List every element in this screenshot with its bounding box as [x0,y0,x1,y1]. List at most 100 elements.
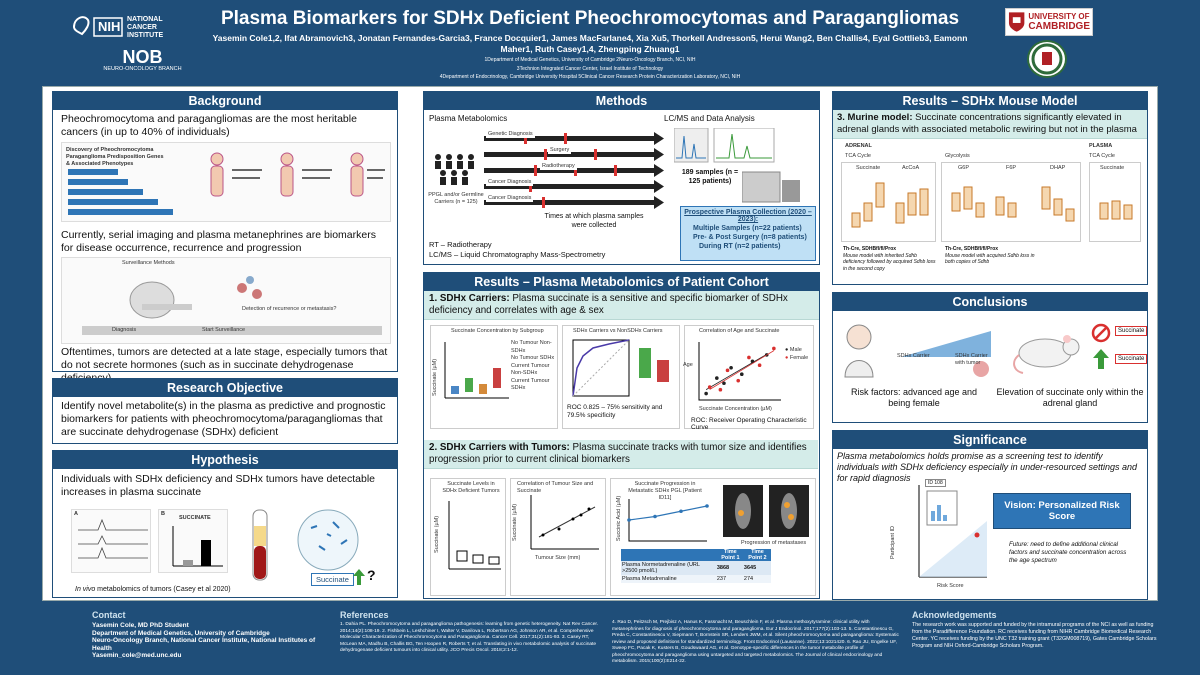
contact-dept: Department of Medical Genetics, Universi… [92,629,270,637]
c2-title: SDHx Carriers vs NonSDHx Carriers [573,328,663,334]
risk-factors-icon [844,324,991,378]
affiliations: 1Department of Medical Genetics, Univers… [205,56,975,82]
footer-references-1: References 1. Dahia PL. Pheochromocytoma… [340,610,605,655]
surveillance-question: Detection of recurrence or metastasis? [242,306,337,312]
c1-legend-4: Current Tumour SDHx [511,377,550,392]
conclusions-section: Conclusions SDHx Carrier SDHx Carrier wi… [832,292,1148,423]
no-symbol-icon [1091,323,1111,343]
c1-legend-3: Current Tumour Non-SDHx [511,362,550,377]
objective-heading: Research Objective [53,379,397,397]
cambridge-label-2: CAMBRIDGE [1028,21,1090,32]
affiliation-1: 1Department of Medical Genetics, Univers… [484,57,696,63]
sample-times-label: Times at which plasma samples were colle… [544,213,644,229]
mouse-model-section: Results – SDHx Mouse Model 3. Murine mod… [832,91,1148,285]
row-surgery: Surgery [548,147,572,154]
samples-count: 189 samples (n = 125 patients) [681,169,739,185]
mouse-boxplots: Succinate AcCoA G6P F6P DHAP Succinate [841,162,1141,244]
c5-ylabel: Succinate (µM) [512,503,519,542]
significance-section: Significance Plasma metabolomics holds p… [832,430,1148,600]
caption-italic: In vivo [75,586,96,593]
scatter-point [718,387,723,392]
c5-xlabel: Tumour Size (mm) [535,555,581,561]
tca-boxplot-panel: Succinate AcCoA [841,162,936,242]
scatter-point [715,376,719,380]
line-point [653,514,657,519]
s2-text: Plasma succinate tracks with tumor size … [429,442,807,465]
table-header-tp1: Time Point 1 [721,549,740,561]
hypothesis-heading: Hypothesis [53,451,397,469]
metastatic-progression-panel: Succinate Progression in Metastatic SDHx… [610,478,816,596]
c3-title: Correlation of Age and Succinate [699,328,780,334]
background-heading: Background [53,92,397,110]
s1-text: Plasma succinate is a sensitive and spec… [429,293,788,316]
mouse-heading: Results – SDHx Mouse Model [833,92,1147,110]
sampling-timeline [484,132,664,209]
genes-phenotypes-figure: Discovery of Pheochromocytoma Paragangli… [61,142,391,222]
references-part-2: 4. Rao D, Peitzsch M, Prejbisz A, Hanus … [612,620,899,664]
legend-female: ● Female [785,355,809,361]
row-cancer-diagnosis-1: Cancer Diagnosis [486,179,534,186]
prospective-item-2: Pre- & Post Surgery (n=8 patients) [693,234,807,241]
scatter-point [747,355,751,360]
scatter-point [772,346,776,351]
timeline-diagnosis: Diagnosis [112,327,137,333]
nob-label: NEURO-ONCOLOGY BRANCH [103,66,182,72]
prospective-item-3: During RT (n=2 patients) [699,243,781,250]
background-p2: Currently, serial imaging and plasma met… [61,229,376,254]
affiliation-2: 3Technion Integrated Cancer Center, Isra… [516,65,664,72]
cambridge-shield-icon [1008,12,1025,32]
table-cell: Plasma Metadrenaline [622,576,677,582]
future-text: Future: need to define additional clinic… [1009,541,1127,564]
blood-tube-icon [252,509,359,581]
c3-xlabel: Succinate Concentration (µM) [699,406,772,412]
c2-plot [572,339,669,397]
cohort-results-section: Results – Plasma Metabolomics of Patient… [423,272,820,599]
mass-spec-machine-icon [742,171,800,203]
cohort-heading: Results – Plasma Metabolomics of Patient… [424,273,819,291]
glycolysis-boxplots [951,186,1075,222]
subgroup-boxplot-chart: Succinate Concentration by Subgroup Succ… [430,325,558,429]
background-p3: Oftentimes, tumors are detected at a lat… [61,346,388,384]
s1-bold: 1. SDHx Carriers: [429,293,510,304]
scatter-point [729,365,733,370]
spectra-figure: A [71,509,151,573]
conclusion-risk: Risk factors: advanced age and being fem… [850,387,978,408]
table-header-tp2: Time Point 2 [748,549,767,561]
note1-text: Mouse model with inherited Sdhb deficien… [843,252,936,272]
scatter-point [725,368,730,373]
scatter-point [707,385,712,389]
contact-email[interactable]: Yasemin_cole@med.unc.edu [92,652,182,660]
vision-box: Vision: Personalized Risk Score [993,493,1131,529]
fig-b-label: B [161,511,165,517]
hypothesis-section: Hypothesis Individuals with SDHx deficie… [52,450,398,598]
c4-ylabel: Succinate (µM) [434,515,441,554]
c4-plot [448,501,501,570]
roc-text: ROC 0.825 – 75% sensitivity and 79.5% sp… [567,404,663,419]
plasma-boxplots [1099,200,1133,220]
c3-ylabel: Age [683,362,693,368]
roc-chart: SDHx Carriers vs NonSDHx Carriers ROC 0.… [562,325,680,429]
c6-ylabel: Succinic Acid (µM) [616,495,623,542]
legend-male: ● Male [785,347,802,353]
adrenal-label: ADRENAL [845,143,872,149]
succinate-bars-icon [172,526,223,567]
s3-bold: 3. Murine model: [837,112,913,123]
methods-section: Methods Plasma Metabolomics PPGL and/or … [423,91,820,265]
c3-plot [698,342,781,401]
succinate-bar-figure: B SUCCINATE [158,509,228,573]
significance-heading: Significance [833,431,1147,449]
scatter-axes [698,342,781,401]
c5-title: Correlation of Tumour Size and Succinate [517,481,594,494]
c6-plot [627,499,709,542]
scatter-point [739,372,744,377]
surveillance-figure: Surveillance Methods Detection of recurr… [61,257,391,344]
risk-score-icon [918,485,987,578]
patients-group-icon [435,154,474,185]
c1-ylabel: Succinate (µM) [432,358,439,397]
background-p1: Pheochromocytoma and paragangliomas are … [61,113,357,138]
line-point [679,509,683,514]
nih-text: NIH [98,19,121,34]
risk-score-plot: Participant ID ID 108 Risk Score [890,479,991,593]
c1-legend-1: No Tumour Non-SDHx [511,340,552,354]
m-label-succinate: Succinate [856,165,881,171]
